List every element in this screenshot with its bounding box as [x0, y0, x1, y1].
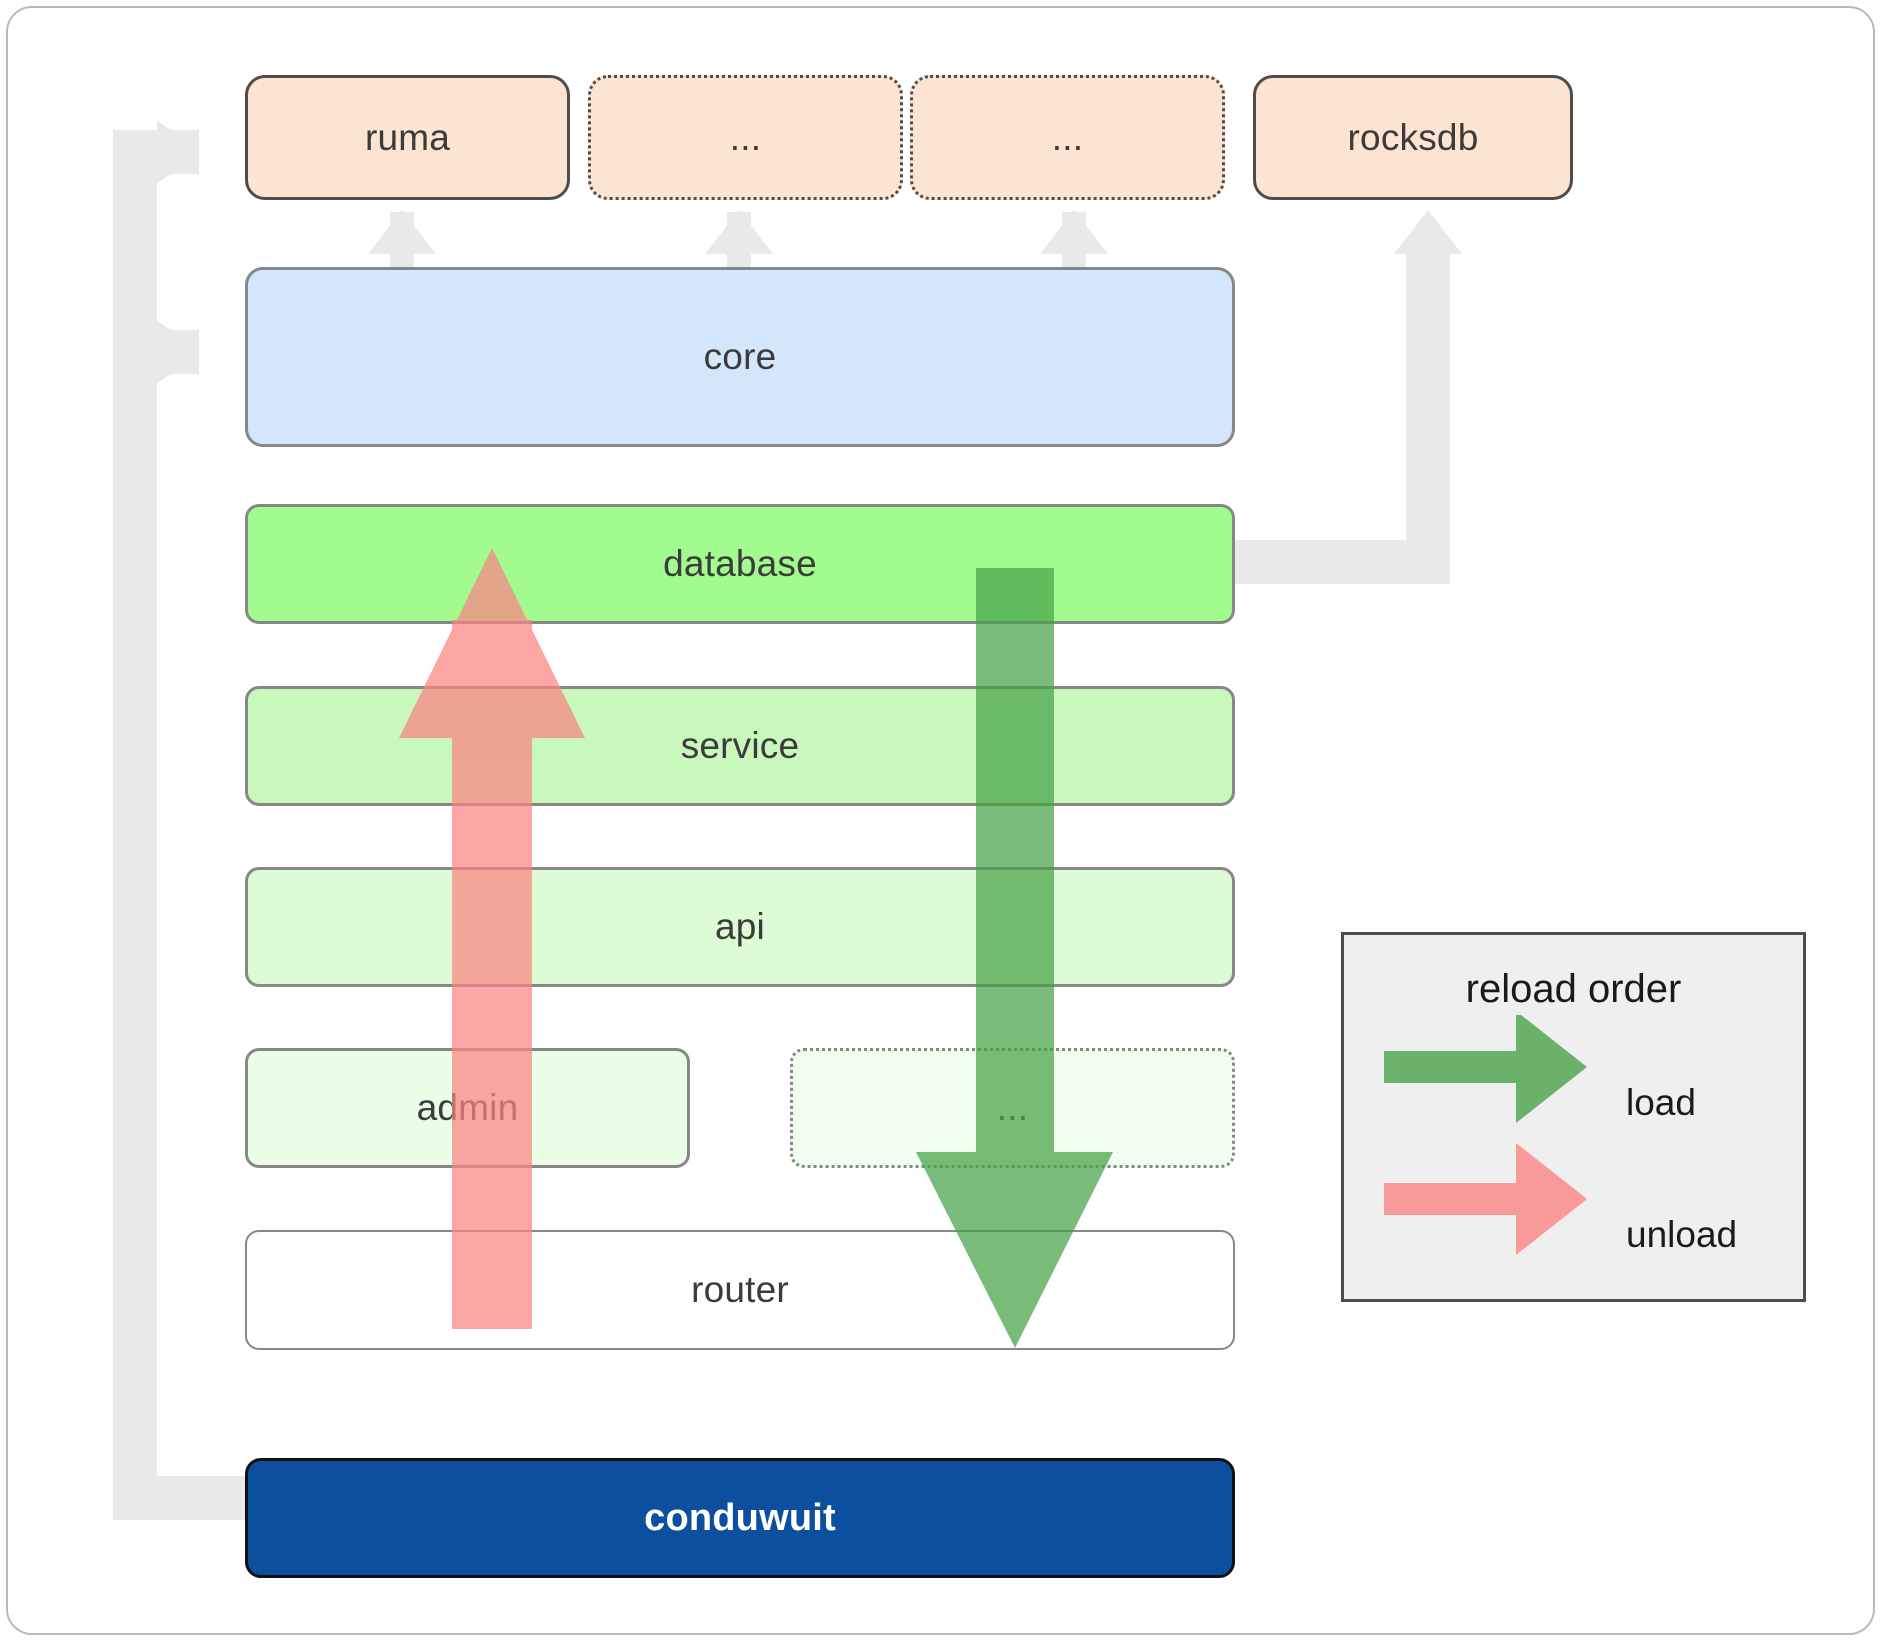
legend-load-arrow-icon	[1384, 1015, 1587, 1123]
diagram-frame	[6, 6, 1875, 1635]
legend-panel: reload order load unload	[1341, 932, 1806, 1302]
node-rocksdb[interactable]: rocksdb	[1253, 75, 1573, 200]
connector-db-to-rocksdb-horizontal	[1228, 540, 1450, 584]
node-core[interactable]: core	[245, 267, 1235, 447]
node-layer-etc[interactable]: ...	[790, 1048, 1235, 1168]
legend-load-label: load	[1626, 1082, 1696, 1123]
node-router-label: router	[691, 1269, 789, 1310]
node-dep-3-label: ...	[1051, 116, 1084, 158]
node-admin[interactable]: admin	[245, 1048, 690, 1168]
connector-core-to-dep3-head	[1040, 210, 1108, 254]
node-core-label: core	[703, 336, 777, 377]
legend-arrow-glyphs	[1384, 1015, 1587, 1255]
legend-unload-label: unload	[1626, 1214, 1738, 1255]
connector-to-conduwuit	[113, 1476, 248, 1520]
node-rocksdb-label: rocksdb	[1347, 116, 1479, 158]
node-admin-label: admin	[416, 1087, 519, 1128]
legend-title: reload order	[1465, 967, 1682, 1011]
connector-arrow-ruma	[157, 120, 199, 184]
node-layer-etc-label: ...	[996, 1087, 1029, 1128]
node-conduwuit-label: conduwuit	[644, 1496, 836, 1539]
connector-rocksdb-arrowhead	[1394, 210, 1462, 254]
node-service-label: service	[680, 725, 800, 766]
connector-arrow-core	[157, 320, 199, 384]
node-dep-2[interactable]: ...	[588, 75, 903, 200]
node-dep-2-label: ...	[729, 116, 762, 158]
node-conduwuit[interactable]: conduwuit	[245, 1458, 1235, 1578]
node-api[interactable]: api	[245, 867, 1235, 987]
legend-unload-arrow-icon	[1384, 1143, 1587, 1255]
node-dep-3[interactable]: ...	[910, 75, 1225, 200]
connector-core-to-dep2-head	[705, 210, 773, 254]
node-router[interactable]: router	[245, 1230, 1235, 1350]
node-ruma[interactable]: ruma	[245, 75, 570, 200]
node-database-label: database	[663, 543, 817, 584]
node-ruma-label: ruma	[364, 116, 451, 158]
node-api-label: api	[715, 906, 765, 947]
node-database[interactable]: database	[245, 504, 1235, 624]
connector-core-to-ruma-head	[368, 210, 436, 254]
connector-db-to-rocksdb-vertical	[1406, 254, 1450, 544]
node-service[interactable]: service	[245, 686, 1235, 806]
